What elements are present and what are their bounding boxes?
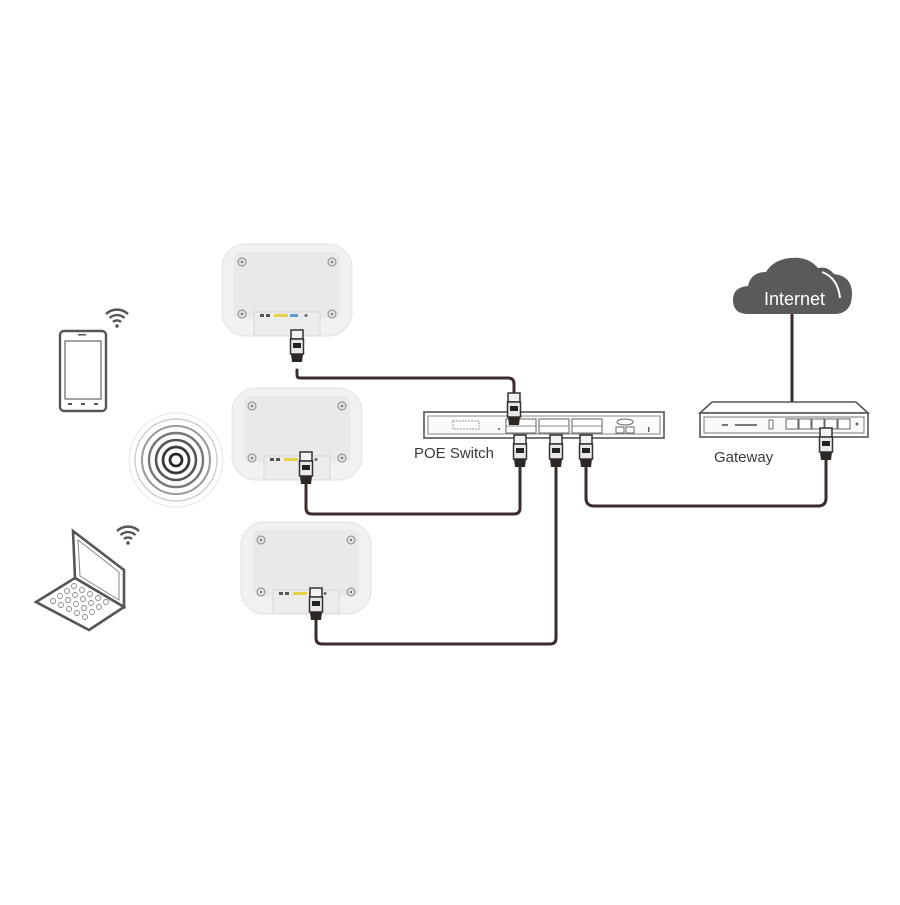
switch-icon	[423, 411, 665, 439]
wifi-icon	[104, 308, 130, 329]
cable-switch-gateway	[584, 458, 828, 508]
poe-switch-label: POE Switch	[414, 445, 495, 462]
hub-device-3	[240, 521, 372, 615]
cloud-icon	[733, 257, 852, 314]
hub-device-1	[221, 243, 353, 337]
cable-switch-hub3	[314, 463, 558, 646]
cable-switch-hub2	[304, 463, 522, 516]
hub-device-2	[231, 387, 363, 481]
smartphone-icon	[58, 329, 108, 413]
radio-waves-icon	[128, 412, 224, 508]
gateway-router-icon	[697, 401, 871, 438]
internet-label: Internet	[764, 289, 826, 309]
gateway-label: Gateway	[714, 449, 774, 466]
wifi-icon	[115, 525, 141, 546]
cable-switch-hub1	[295, 368, 516, 397]
laptop-icon	[33, 528, 127, 632]
